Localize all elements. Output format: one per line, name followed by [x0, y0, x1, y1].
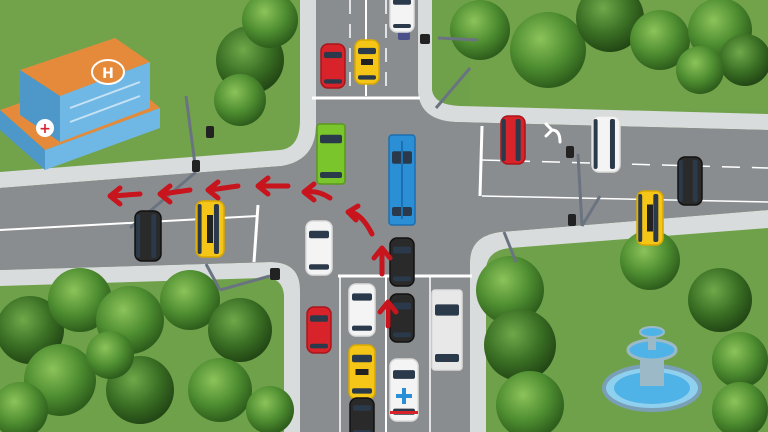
vehicle-truck-green[interactable] — [316, 123, 346, 185]
trees-south-west — [0, 268, 294, 432]
vehicle-ambulance-white[interactable] — [389, 358, 419, 422]
vehicle-car-red[interactable] — [320, 43, 346, 89]
hospital: H + — [0, 38, 160, 170]
vehicle-taxi-yellow[interactable] — [354, 39, 380, 85]
hospital-roof-sign: H — [102, 66, 114, 82]
vehicle-bus-blue[interactable] — [388, 134, 416, 226]
turn-arrows — [107, 122, 562, 329]
trees-south-east — [476, 230, 768, 432]
vehicle-taxi-yellow[interactable] — [195, 200, 225, 258]
arrow-curve-2 — [345, 203, 375, 237]
arrow-left-4 — [255, 175, 291, 197]
vehicle-taxi-yellow[interactable] — [348, 344, 376, 400]
vehicle-car-red[interactable] — [306, 306, 332, 354]
vehicle-car-red[interactable] — [500, 115, 526, 165]
hospital-cross: + — [39, 121, 51, 137]
vehicle-truck-white[interactable] — [431, 289, 463, 371]
arrow-up-2 — [377, 299, 399, 329]
vehicle-car-white[interactable] — [389, 0, 415, 33]
vehicle-car-black[interactable] — [389, 293, 415, 343]
vehicle-car-white[interactable] — [305, 220, 333, 276]
fountain — [602, 326, 702, 412]
vehicle-car-black[interactable] — [134, 210, 162, 262]
vehicle-car-white[interactable] — [591, 115, 621, 173]
vehicle-car-black[interactable] — [677, 156, 703, 206]
arrow-curve-1 — [301, 181, 333, 203]
vehicles — [134, 0, 703, 432]
trees-north — [214, 0, 768, 126]
vehicle-car-black[interactable] — [389, 237, 415, 287]
arrow-u-turn — [544, 122, 562, 144]
vehicle-car-white[interactable] — [348, 283, 376, 337]
arrow-up-1 — [371, 245, 393, 277]
arrow-left-1 — [107, 185, 143, 207]
vehicle-car-black[interactable] — [349, 397, 375, 432]
vehicle-taxi-yellow[interactable] — [636, 190, 664, 246]
arrow-left-3 — [205, 179, 241, 201]
arrow-left-2 — [157, 183, 193, 205]
